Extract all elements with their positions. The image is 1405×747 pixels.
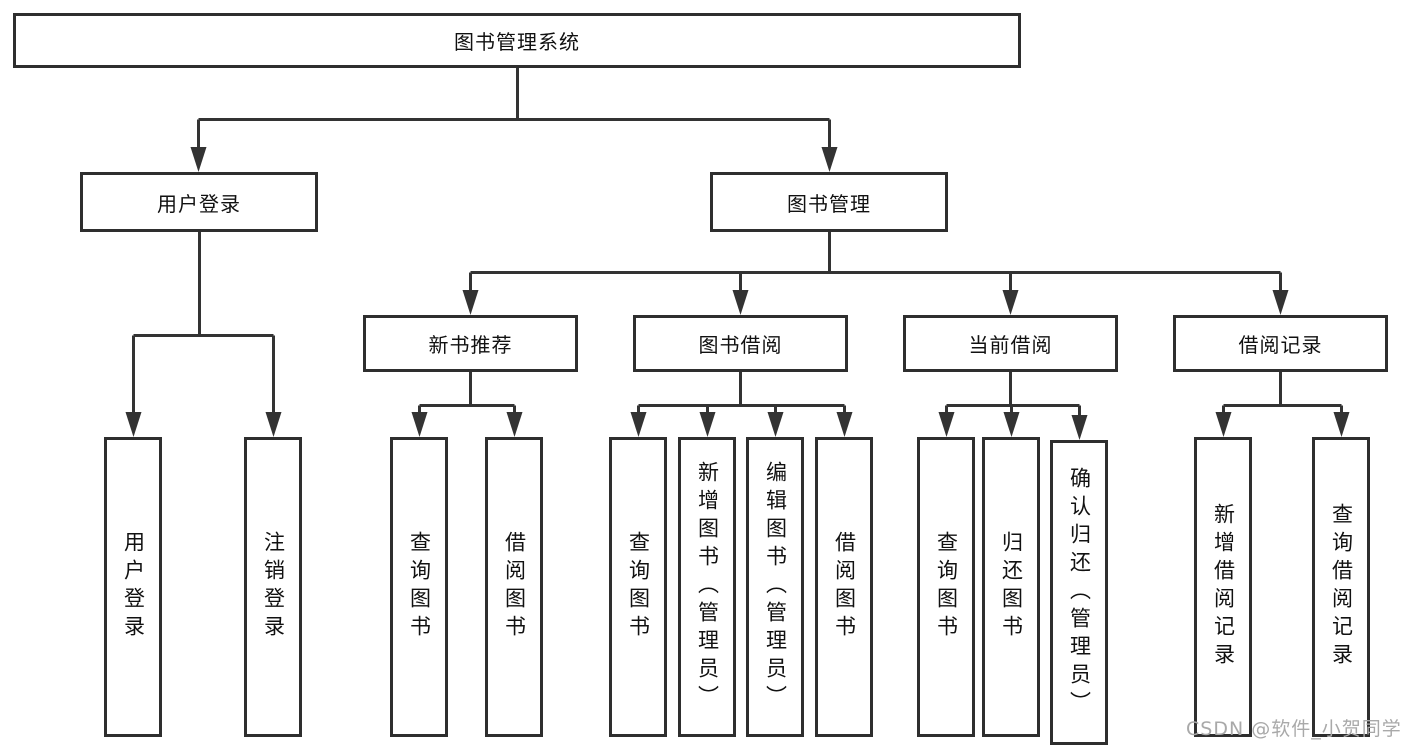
leaf-label: 借阅图书: [502, 531, 527, 643]
node-root-label: 图书管理系统: [454, 30, 580, 54]
leaf-query-books-recommend: 查询图书: [390, 437, 448, 737]
leaf-add-borrow-record: 新增借阅记录: [1194, 437, 1252, 737]
leaf-confirm-return-admin: 确认归还（管理员）: [1050, 440, 1108, 745]
leaf-label: 新增借阅记录: [1211, 503, 1236, 671]
leaf-label: 编辑图书（管理员）: [763, 461, 788, 713]
csdn-watermark: CSDN @软件_小贺同学: [1186, 718, 1402, 740]
node-label: 当前借阅: [968, 333, 1053, 357]
node-new-book-recommendation: 新书推荐: [363, 315, 578, 372]
node-root-system: 图书管理系统: [13, 13, 1021, 68]
leaf-label: 查询图书: [407, 531, 432, 643]
node-user-login-branch: 用户登录: [80, 172, 318, 232]
leaf-label: 用户登录: [121, 531, 146, 643]
leaf-label: 归还图书: [999, 531, 1024, 643]
leaf-logout: 注销登录: [244, 437, 302, 737]
leaf-label: 确认归还（管理员）: [1067, 466, 1092, 719]
node-label: 图书管理: [787, 191, 871, 216]
leaf-edit-books-admin: 编辑图书（管理员）: [746, 437, 804, 737]
leaf-query-books-current: 查询图书: [917, 437, 975, 737]
leaf-borrow-books-recommend: 借阅图书: [485, 437, 543, 737]
node-label: 用户登录: [157, 191, 241, 216]
node-label: 借阅记录: [1238, 333, 1323, 357]
node-book-borrowing: 图书借阅: [633, 315, 848, 372]
leaf-label: 查询图书: [934, 531, 959, 643]
node-current-borrowing: 当前借阅: [903, 315, 1118, 372]
leaf-query-books-borrowing: 查询图书: [609, 437, 667, 737]
leaf-user-login: 用户登录: [104, 437, 162, 737]
leaf-add-books-admin: 新增图书（管理员）: [678, 437, 736, 737]
leaf-return-books: 归还图书: [982, 437, 1040, 737]
leaf-label: 注销登录: [261, 531, 286, 643]
leaf-borrow-books: 借阅图书: [815, 437, 873, 737]
node-label: 新书推荐: [428, 333, 513, 357]
leaf-query-borrow-record: 查询借阅记录: [1312, 437, 1370, 737]
node-label: 图书借阅: [698, 333, 783, 357]
node-book-management-branch: 图书管理: [710, 172, 948, 232]
leaf-label: 新增图书（管理员）: [695, 461, 720, 713]
leaf-label: 查询借阅记录: [1329, 503, 1354, 671]
leaf-label: 借阅图书: [832, 531, 857, 643]
node-borrowing-records: 借阅记录: [1173, 315, 1388, 372]
leaf-label: 查询图书: [626, 531, 651, 643]
